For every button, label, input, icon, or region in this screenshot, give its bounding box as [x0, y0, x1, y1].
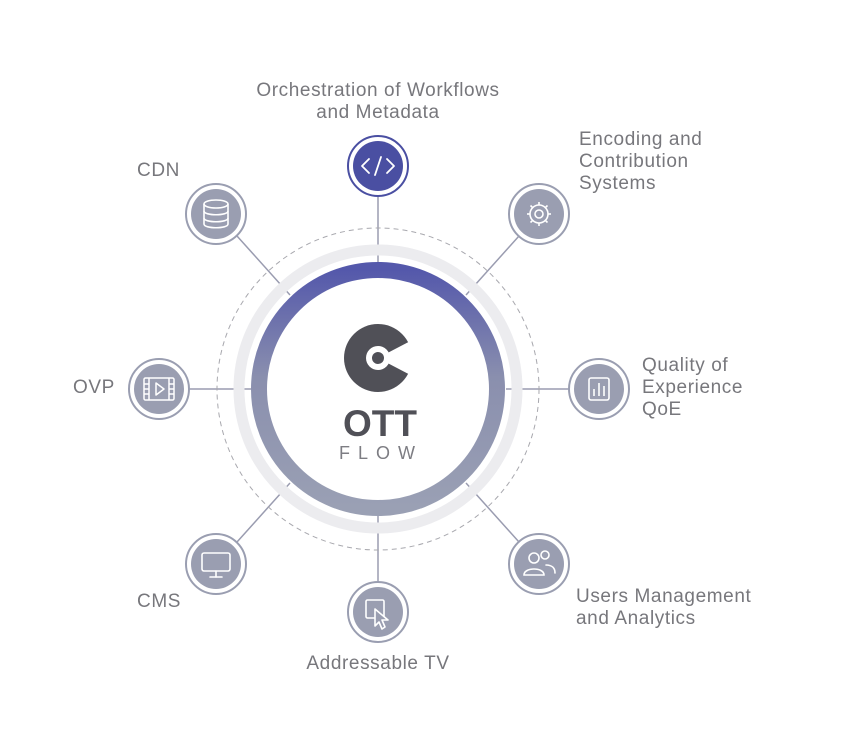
logo-c-dot: [372, 352, 384, 364]
node-cms: [185, 533, 247, 595]
label-cdn: CDN: [137, 160, 217, 182]
ott-flow-logo: OTT FLOW: [339, 324, 423, 463]
code-icon: [361, 156, 395, 176]
node-cms-fill: [191, 539, 241, 589]
users-icon: [523, 550, 556, 576]
database-icon: [203, 199, 229, 229]
node-orchestration: [347, 135, 409, 197]
node-ovp-fill: [134, 364, 184, 414]
label-cdn-line-1: CDN: [137, 160, 180, 181]
label-ovp: OVP: [73, 377, 133, 399]
node-cdn: [185, 183, 247, 245]
logo-flow-text: FLOW: [339, 443, 423, 463]
node-users-fill: [514, 539, 564, 589]
label-encoding-line-2: Contribution: [579, 151, 689, 172]
logo-c-mouth: [378, 336, 420, 380]
label-qoe-line-2: Experience: [642, 377, 744, 398]
label-addressable: Addressable TV: [278, 653, 478, 675]
label-addressable-line-1: Addressable TV: [306, 653, 450, 674]
dashed-outer-ring: [216, 227, 540, 551]
cursor-icon: [365, 599, 389, 630]
label-users: Users Management and Analytics: [576, 586, 796, 630]
label-orchestration-line-1: Orchestration of Workflows: [256, 80, 500, 101]
gear-icon: [527, 202, 551, 226]
label-qoe-line-1: Quality of: [642, 355, 729, 376]
node-users: [508, 533, 570, 595]
label-cms: CMS: [137, 591, 217, 613]
label-orchestration-line-2: and Metadata: [316, 102, 440, 123]
label-encoding: Encoding and Contribution Systems: [579, 129, 739, 195]
monitor-icon: [201, 552, 231, 578]
label-encoding-line-1: Encoding and: [579, 129, 703, 150]
node-addressable: [347, 581, 409, 643]
logo-ott-text: OTT: [343, 403, 417, 444]
label-users-line-2: and Analytics: [576, 608, 696, 629]
node-qoe: [568, 358, 630, 420]
label-qoe-line-3: QoE: [642, 399, 682, 420]
label-orchestration: Orchestration of Workflows and Metadata: [227, 80, 529, 124]
light-gray-ring: [233, 244, 523, 534]
node-encoding-fill: [514, 189, 564, 239]
node-encoding: [508, 183, 570, 245]
label-encoding-line-3: Systems: [579, 173, 657, 194]
label-users-line-1: Users Management: [576, 586, 752, 607]
node-ovp: [128, 358, 190, 420]
label-ovp-line-1: OVP: [73, 377, 115, 398]
video-icon: [143, 377, 175, 401]
bar-chart-icon: [588, 377, 610, 401]
label-cms-line-1: CMS: [137, 591, 182, 612]
label-qoe: Quality of Experience QoE: [642, 355, 782, 421]
